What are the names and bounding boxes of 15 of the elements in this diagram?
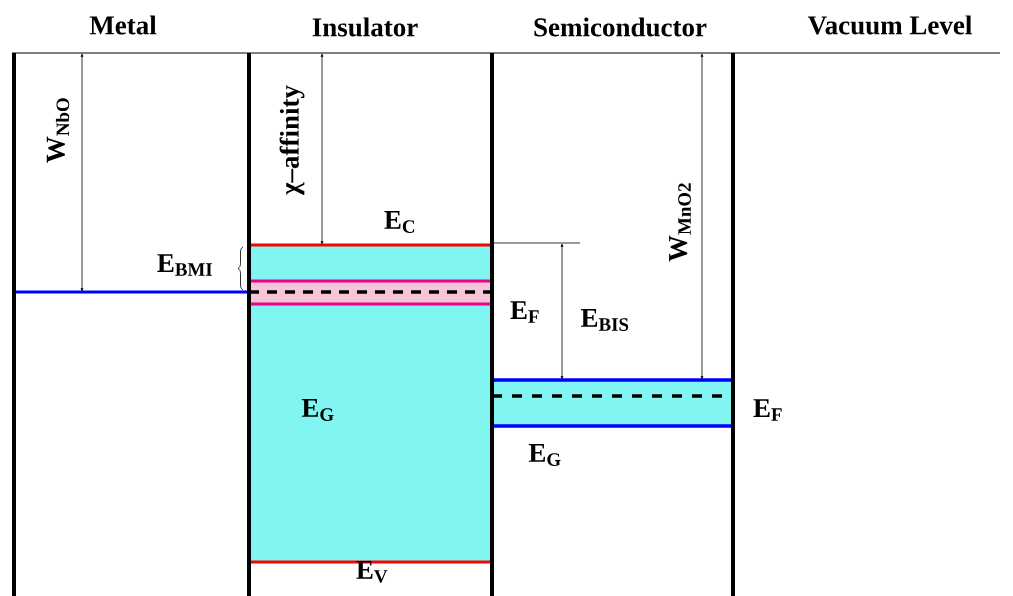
heading: Vacuum Level bbox=[807, 15, 972, 35]
dimension-label: W$_{MnO2}$ bbox=[669, 183, 691, 262]
level-label: E$_{BMI}$ bbox=[157, 254, 212, 276]
band-label: E$_{G}$ bbox=[528, 444, 561, 466]
dimension-label: χ–affinity bbox=[279, 85, 305, 196]
level-label: E$_{C}$ bbox=[384, 211, 415, 233]
level-label: E$_{F}$ bbox=[753, 399, 782, 421]
dimension-label: E$_{BIS}$ bbox=[580, 309, 629, 331]
heading: Insulator bbox=[312, 17, 418, 37]
dimension-label: W$_{NbO}$ bbox=[46, 98, 70, 163]
heading: Semiconductor bbox=[534, 17, 707, 37]
band-label: E$_{G}$ bbox=[301, 399, 334, 421]
level-label: E$_{V}$ bbox=[356, 561, 388, 583]
level-label: E$_{F}$ bbox=[510, 301, 539, 323]
heading: Metal bbox=[89, 15, 157, 35]
